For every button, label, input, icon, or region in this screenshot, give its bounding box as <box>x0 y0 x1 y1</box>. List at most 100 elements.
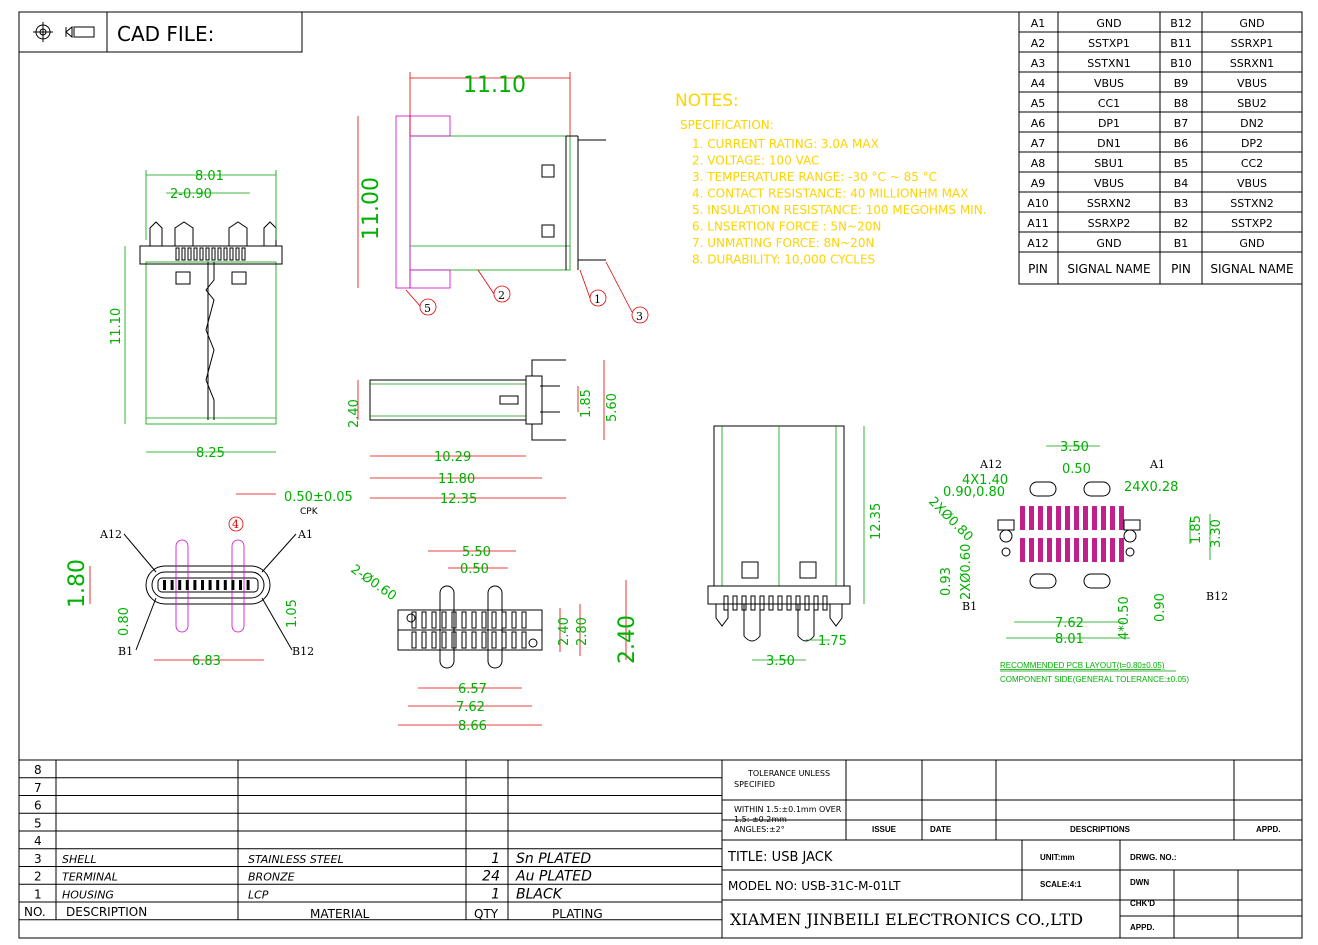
pin-table-cell: A10 <box>1027 197 1049 210</box>
sheet-border <box>18 11 1303 939</box>
notes-block: NOTES: SPECIFICATION: 1. CURRENT RATING:… <box>675 91 987 267</box>
dim-0-50-tol: 0.50±0.05 <box>284 490 353 505</box>
bom-no: 1 <box>34 887 42 901</box>
note-item: 7. UNMATING FORCE: 8N~20N <box>692 236 874 250</box>
pin-table-cell: B2 <box>1174 217 1189 230</box>
pcb-layout-view: 3.50 0.50 A12 A1 4X1.40 0.90,0.80 24X0.2… <box>925 440 1228 684</box>
note-item: 1. CURRENT RATING: 3.0A MAX <box>692 137 879 151</box>
unit-label: UNIT:mm <box>1040 853 1075 862</box>
dim-2x0-60: 2XØ0.60 <box>959 544 974 600</box>
title-text: TITLE: USB JACK <box>727 850 833 865</box>
projection-symbol-icon <box>65 25 95 39</box>
label-a12-pcb: A12 <box>979 458 1002 471</box>
bom-no: 8 <box>34 763 42 777</box>
company-name: XIAMEN JINBEILI ELECTRONICS CO.,LTD <box>730 910 1083 929</box>
bom-no: 2 <box>34 870 42 884</box>
dim-8-25: 8.25 <box>196 446 225 461</box>
mating-face-view: 0.50±0.05 CPK 4 A12 A1 B1 B12 1.80 0.80 … <box>65 490 353 669</box>
dim-1-85-pcb: 1.85 <box>1189 515 1204 544</box>
dim-4x0-50: 4*0.50 <box>1117 596 1132 640</box>
title-block: TOLERANCE UNLESS SPECIFIED WITHIN 1.5:±0… <box>721 759 1303 939</box>
pin-table-cell: B12 <box>1170 17 1192 30</box>
bom-qty: 1 <box>491 851 500 867</box>
dim-7-62-bottom: 7.62 <box>456 700 485 715</box>
pin-table-cell: DN1 <box>1097 137 1121 150</box>
dim-3-50-rear: 3.50 <box>766 654 795 669</box>
dim-0-90-pcb: 0.90 <box>1153 593 1168 622</box>
dwn-label: DWN <box>1130 878 1149 887</box>
pin-table-cell: VBUS <box>1237 177 1267 190</box>
pin-table-cell: A11 <box>1027 217 1049 230</box>
bom-plating: Au PLATED <box>515 869 592 885</box>
dim-11-10-top: 11.10 <box>463 73 526 98</box>
pin-table-cell: B6 <box>1174 137 1189 150</box>
pcb-note-line2: COMPONENT SIDE(GENERAL TOLERANCE:±0.05) <box>1000 675 1189 684</box>
dim-2x0-80: 2XØ0.80 <box>925 494 975 544</box>
pin-table-cell: DP1 <box>1098 117 1120 130</box>
pin-table-cell: SSTXN2 <box>1230 197 1273 210</box>
pin-table-cell: GND <box>1096 17 1121 30</box>
rear-view: 12.35 3.50 1.75 <box>707 425 884 669</box>
cpk-label: CPK <box>300 507 319 517</box>
appd-label-top: APPD. <box>1256 825 1280 834</box>
tol-line2: SPECIFIED <box>734 780 775 789</box>
pin-table-cell: SSRXN1 <box>1230 57 1274 70</box>
dim-1-05: 1.05 <box>285 599 300 628</box>
label-b12-pcb: B12 <box>1206 590 1228 603</box>
bom-header-material: MATERIAL <box>310 907 370 921</box>
note-item: 4. CONTACT RESISTANCE: 40 MILLIONHM MAX <box>692 187 968 201</box>
bottom-view: 5.50 0.50 2-Ø0.60 2.40 2.80 2.40 6.57 7.… <box>348 545 640 734</box>
pin-table-cell: VBUS <box>1237 77 1267 90</box>
crosshair-target-icon <box>33 22 53 42</box>
tol-line4: 1.5: ±0.2mm <box>734 815 787 824</box>
dim-2-40-bottom: 2.40 <box>557 617 572 646</box>
tol-line3: WITHIN 1.5:±0.1mm OVER <box>734 805 842 814</box>
dim-1-75: 1.75 <box>818 634 847 649</box>
bom-header-plating: PLATING <box>552 907 603 921</box>
pin-table-header: PIN <box>1028 262 1048 276</box>
pin-table-cell: A1 <box>1031 17 1046 30</box>
pin-table-cell: A7 <box>1031 137 1046 150</box>
label-a1-pcb: A1 <box>1149 458 1165 471</box>
note-item: 5. INSULATION RESISTANCE: 100 MEGOHMS MI… <box>692 203 987 217</box>
pin-table-cell: A3 <box>1031 57 1046 70</box>
bom-description: HOUSING <box>62 888 114 901</box>
pin-table-cell: A8 <box>1031 157 1046 170</box>
dim-3-30: 3.30 <box>1209 519 1224 548</box>
bom-qty: 24 <box>482 869 500 885</box>
issue-label: ISSUE <box>872 825 897 834</box>
bom-material: LCP <box>248 888 269 901</box>
pin-table-cell: SSRXP2 <box>1088 217 1131 230</box>
pin-table-cell: VBUS <box>1094 177 1124 190</box>
pin-table-cell: SBU1 <box>1094 157 1124 170</box>
pin-table-cell: VBUS <box>1094 77 1124 90</box>
dim-0-50-bottom: 0.50 <box>460 562 489 577</box>
dim-1-85-top: 1.85 <box>579 389 594 418</box>
bom-no: 6 <box>34 799 42 813</box>
pin-table-cell: SSTXP1 <box>1088 37 1130 50</box>
dim-8-01: 8.01 <box>195 169 224 184</box>
dim-12-35-rear: 12.35 <box>869 503 884 540</box>
dim-5-50: 5.50 <box>462 545 491 560</box>
notes-title: NOTES: <box>675 91 739 111</box>
bom-no: 5 <box>34 816 42 830</box>
pin-table-cell: GND <box>1239 17 1264 30</box>
pin-table-header: PIN <box>1171 262 1191 276</box>
bom-header-no: NO. <box>24 905 46 919</box>
dim-2-80: 2.80 <box>575 617 590 646</box>
cad-header: CAD FILE: <box>18 11 303 53</box>
pin-table-cell: GND <box>1239 237 1264 250</box>
dim-24x0-28: 24X0.28 <box>1124 480 1178 495</box>
note-item: 3. TEMPERATURE RANGE: -30 °C ~ 85 °C <box>692 170 937 184</box>
pin-table-header: SIGNAL NAME <box>1067 262 1150 276</box>
cad-file-label: CAD FILE: <box>117 22 214 46</box>
callout-4: 4 <box>232 518 239 531</box>
callout-5: 5 <box>424 302 431 315</box>
bom-material: STAINLESS STEEL <box>248 853 344 866</box>
pin-table-cell: A4 <box>1031 77 1046 90</box>
bom-no: 3 <box>34 852 42 866</box>
dim-2-0-60: 2-Ø0.60 <box>348 562 399 604</box>
dim-7-62-pcb: 7.62 <box>1055 616 1084 631</box>
dim-11-00: 11.00 <box>359 177 384 240</box>
pin-table-cell: SBU2 <box>1237 97 1267 110</box>
